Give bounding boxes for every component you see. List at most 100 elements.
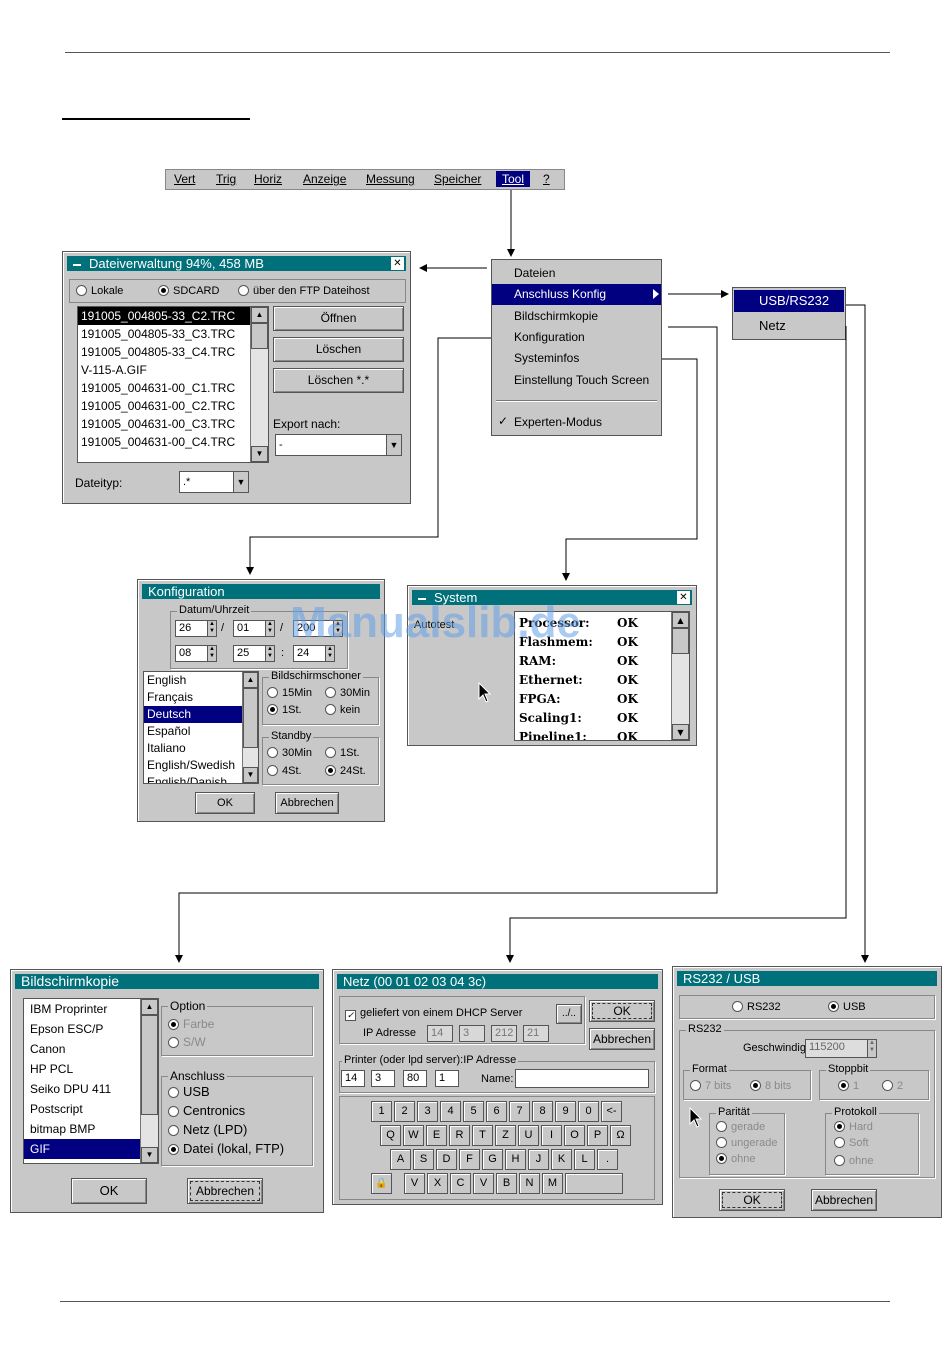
ok-button[interactable]: OK bbox=[589, 1000, 655, 1022]
key-keys_row1-3[interactable]: 4 bbox=[440, 1101, 461, 1122]
key-keys_row3-2[interactable]: D bbox=[436, 1149, 457, 1170]
key-keys_row4-0[interactable]: V bbox=[404, 1173, 425, 1194]
language-list[interactable]: English Français Deutsch Español Italian… bbox=[143, 671, 259, 784]
key-keys_row3-0[interactable]: A bbox=[390, 1149, 411, 1170]
file-item[interactable]: 191005_004805-33_C2.TRC bbox=[78, 307, 268, 325]
ip-field-1[interactable]: 14 bbox=[427, 1025, 453, 1042]
cancel-button[interactable]: Abbrechen bbox=[275, 792, 339, 814]
menu-vert[interactable]: Vert bbox=[174, 172, 196, 186]
key-keys_row3-5[interactable]: H bbox=[505, 1149, 526, 1170]
menu-item-konfiguration[interactable]: Konfiguration bbox=[514, 330, 585, 344]
file-item[interactable]: 191005_004631-00_C4.TRC bbox=[81, 435, 236, 449]
key-keys_row2-9[interactable]: P bbox=[587, 1125, 608, 1146]
key-keys_row3-7[interactable]: K bbox=[551, 1149, 572, 1170]
scroll-down-icon[interactable]: ▼ bbox=[251, 446, 268, 462]
radio-stop-1[interactable]: 1 bbox=[838, 1079, 859, 1093]
file-item[interactable]: 191005_004805-33_C3.TRC bbox=[81, 327, 236, 341]
key-keys_row1-9[interactable]: 0 bbox=[578, 1101, 599, 1122]
menu-horiz[interactable]: Horiz bbox=[254, 172, 283, 186]
radio-8bits[interactable]: 8 bits bbox=[750, 1079, 791, 1093]
scroll-down-icon[interactable]: ▼ bbox=[672, 724, 689, 740]
key-keys_row2-2[interactable]: E bbox=[426, 1125, 447, 1146]
key-keys_row3-9[interactable]: . bbox=[597, 1149, 618, 1170]
radio-hard[interactable]: Hard bbox=[834, 1120, 873, 1134]
scroll-up-icon[interactable]: ▲ bbox=[243, 672, 258, 688]
menu-item-dateien[interactable]: Dateien bbox=[514, 266, 556, 280]
system-scrollbar[interactable]: ▲ ▼ bbox=[671, 612, 689, 740]
month-spin[interactable]: 01▲▼ bbox=[233, 620, 275, 637]
export-select[interactable]: -▼ bbox=[275, 434, 402, 456]
menu-item-expert[interactable]: Experten-Modus bbox=[514, 415, 603, 429]
language-item[interactable]: Deutsch bbox=[144, 706, 258, 723]
ip-field-2[interactable]: 3 bbox=[459, 1025, 485, 1042]
radio-ungerade[interactable]: ungerade bbox=[716, 1136, 782, 1150]
key-keys_row3-6[interactable]: J bbox=[528, 1149, 549, 1170]
file-item[interactable]: 191005_004631-00_C1.TRC bbox=[81, 381, 236, 395]
file-item[interactable]: V-115-A.GIF bbox=[81, 363, 147, 377]
radio-usb[interactable]: USB bbox=[168, 1085, 210, 1099]
key-keys_row3-3[interactable]: F bbox=[459, 1149, 480, 1170]
dhcp-checkbox[interactable]: ✓geliefert von einem DHCP Server bbox=[345, 1007, 523, 1021]
key-keys_row3-8[interactable]: L bbox=[574, 1149, 595, 1170]
key-keys_row4-3[interactable]: V bbox=[473, 1173, 494, 1194]
speed-spin[interactable]: 115200▲▼ bbox=[805, 1039, 877, 1058]
key-keys_row1-6[interactable]: 7 bbox=[509, 1101, 530, 1122]
key-keys_row4-5[interactable]: N bbox=[519, 1173, 540, 1194]
file-list[interactable]: 191005_004805-33_C2.TRC 191005_004805-33… bbox=[77, 306, 269, 463]
printer-ip-1[interactable]: 14 bbox=[341, 1070, 365, 1087]
radio-15min[interactable]: 15Min bbox=[267, 686, 312, 700]
printer-ip-2[interactable]: 3 bbox=[371, 1070, 395, 1087]
radio-30min[interactable]: 30Min bbox=[267, 746, 312, 760]
radio-rs232[interactable]: RS232 bbox=[732, 1000, 781, 1014]
radio-stop-2[interactable]: 2 bbox=[882, 1079, 903, 1093]
ok-button[interactable]: OK bbox=[195, 792, 255, 814]
close-icon[interactable]: ✕ bbox=[391, 257, 404, 270]
ip-field-4[interactable]: 21 bbox=[523, 1025, 549, 1042]
file-item[interactable]: 191005_004631-00_C3.TRC bbox=[81, 417, 236, 431]
key-keys_row1-1[interactable]: 2 bbox=[394, 1101, 415, 1122]
printer-item[interactable]: Canon bbox=[30, 1042, 66, 1056]
delete-button[interactable]: Löschen bbox=[273, 337, 404, 362]
key-keys_row2-6[interactable]: U bbox=[518, 1125, 539, 1146]
scroll-thumb[interactable] bbox=[251, 323, 268, 349]
radio-soft[interactable]: Soft bbox=[834, 1136, 869, 1150]
key-keys_row2-1[interactable]: W bbox=[403, 1125, 424, 1146]
printer-item[interactable]: bitmap BMP bbox=[30, 1122, 96, 1136]
printer-item[interactable]: GIF bbox=[24, 1139, 142, 1159]
printer-item[interactable]: Epson ESC/P bbox=[30, 1022, 104, 1036]
key-keys_row2-10[interactable]: Ω bbox=[610, 1125, 631, 1146]
radio-datei[interactable]: Datei (lokal, FTP) bbox=[168, 1142, 284, 1156]
close-icon[interactable]: ✕ bbox=[677, 591, 690, 604]
key-keys_row1-5[interactable]: 6 bbox=[486, 1101, 507, 1122]
radio-lokale[interactable]: Lokale bbox=[76, 284, 123, 298]
hour-spin[interactable]: 08▲▼ bbox=[175, 645, 217, 662]
dhcp-button[interactable]: ../.. bbox=[556, 1004, 582, 1024]
printer-item[interactable]: IBM Proprinter bbox=[30, 1002, 108, 1016]
radio-farbe[interactable]: Farbe bbox=[168, 1017, 214, 1031]
printer-ip-4[interactable]: 1 bbox=[435, 1070, 459, 1087]
chevron-down-icon[interactable]: ▼ bbox=[233, 472, 248, 492]
radio-centronics[interactable]: Centronics bbox=[168, 1104, 245, 1118]
key-keys_row1-4[interactable]: 5 bbox=[463, 1101, 484, 1122]
menu-anzeige[interactable]: Anzeige bbox=[303, 172, 347, 186]
radio-1st[interactable]: 1St. bbox=[325, 746, 360, 760]
cancel-button[interactable]: Abbrechen bbox=[811, 1189, 877, 1211]
key-keys_row1-7[interactable]: 8 bbox=[532, 1101, 553, 1122]
radio-7bits[interactable]: 7 bits bbox=[690, 1079, 731, 1093]
cancel-button[interactable]: Abbrechen bbox=[589, 1028, 655, 1050]
scroll-thumb[interactable] bbox=[243, 688, 258, 748]
open-button[interactable]: Öffnen bbox=[273, 306, 404, 331]
file-scrollbar[interactable]: ▲ ▼ bbox=[250, 307, 268, 462]
menu-speicher[interactable]: Speicher bbox=[434, 172, 482, 186]
key-keys_row2-4[interactable]: T bbox=[472, 1125, 493, 1146]
key-keys_row2-3[interactable]: R bbox=[449, 1125, 470, 1146]
ok-button[interactable]: OK bbox=[71, 1178, 147, 1204]
menu-tool[interactable]: Tool bbox=[496, 171, 531, 187]
key-keys_row1-0[interactable]: 1 bbox=[371, 1101, 392, 1122]
ok-button[interactable]: OK bbox=[719, 1189, 785, 1211]
chevron-down-icon[interactable]: ▼ bbox=[386, 435, 401, 455]
scroll-up-icon[interactable]: ▲ bbox=[251, 307, 268, 323]
key-keys_row4-4[interactable]: B bbox=[496, 1173, 517, 1194]
printer-list[interactable]: IBM Proprinter Epson ESC/P Canon HP PCL … bbox=[23, 998, 159, 1164]
printer-ip-3[interactable]: 80 bbox=[403, 1070, 427, 1087]
